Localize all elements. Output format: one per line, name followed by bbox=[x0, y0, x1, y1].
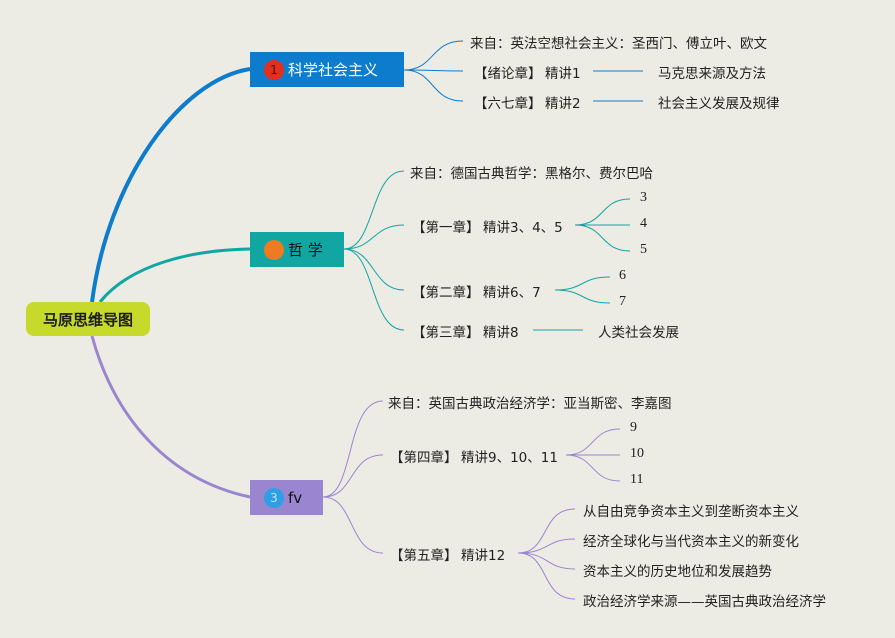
sub-node[interactable]: 9 bbox=[630, 420, 637, 435]
chapter-node[interactable]: 【第二章】 精讲6、7 bbox=[412, 281, 541, 302]
sub-node[interactable]: 经济全球化与当代资本主义的新变化 bbox=[583, 534, 799, 550]
number-3-icon: 3 bbox=[264, 487, 284, 508]
sub-node[interactable]: 6 bbox=[619, 268, 626, 283]
branch-label: 哲 学 bbox=[288, 241, 323, 259]
sub-node[interactable]: 4 bbox=[640, 216, 647, 231]
chapter-node[interactable]: 【绪论章】 精讲1 bbox=[474, 62, 581, 83]
sub-node[interactable]: 政治经济学来源——英国古典政治经济学 bbox=[583, 594, 826, 610]
root-topic[interactable]: 马原思维导图 bbox=[26, 302, 150, 336]
note-label[interactable]: 马克思来源及方法 bbox=[658, 66, 766, 82]
number-2-icon: 2 bbox=[264, 239, 284, 260]
chapter-node[interactable]: 【第一章】 精讲3、4、5 bbox=[412, 216, 563, 237]
lecture-label: 精讲2 bbox=[545, 96, 581, 112]
chapter-title: 【绪论章】 bbox=[474, 66, 542, 82]
lecture-label: 精讲8 bbox=[483, 325, 519, 341]
lecture-label: 精讲3、4、5 bbox=[483, 220, 563, 236]
chapter-title: 【第一章】 bbox=[412, 220, 480, 236]
sub-node[interactable]: 11 bbox=[630, 472, 644, 487]
chapter-title: 【六七章】 bbox=[474, 96, 542, 112]
chapter-title: 【第三章】 bbox=[412, 325, 480, 341]
chapter-title: 【第二章】 bbox=[412, 285, 480, 301]
source-label[interactable]: 来自：德国古典哲学：黑格尔、费尔巴哈 bbox=[410, 166, 653, 182]
chapter-node[interactable]: 【第四章】 精讲9、10、11 bbox=[390, 446, 558, 467]
chapter-node[interactable]: 【第五章】 精讲12 bbox=[390, 544, 505, 565]
chapter-title: 【第四章】 bbox=[390, 450, 458, 466]
sub-node[interactable]: 从自由竞争资本主义到垄断资本主义 bbox=[583, 504, 799, 520]
branch-label: 科学社会主义 bbox=[288, 61, 379, 79]
branch-scientific-socialism[interactable]: 1 科学社会主义 bbox=[250, 52, 404, 87]
chapter-title: 【第五章】 bbox=[390, 548, 458, 564]
branch-fv[interactable]: 3 fv bbox=[250, 480, 323, 515]
source-label[interactable]: 来自：英国古典政治经济学：亚当斯密、李嘉图 bbox=[388, 396, 672, 412]
sub-node[interactable]: 5 bbox=[640, 242, 647, 257]
lecture-label: 精讲1 bbox=[545, 66, 581, 82]
note-label[interactable]: 人类社会发展 bbox=[598, 325, 679, 341]
lecture-label: 精讲6、7 bbox=[483, 285, 541, 301]
lecture-label: 精讲9、10、11 bbox=[461, 450, 558, 466]
sub-node[interactable]: 资本主义的历史地位和发展趋势 bbox=[583, 564, 772, 580]
sub-node[interactable]: 3 bbox=[640, 190, 647, 205]
sub-node[interactable]: 10 bbox=[630, 446, 644, 461]
number-1-icon: 1 bbox=[264, 59, 284, 80]
note-label[interactable]: 社会主义发展及规律 bbox=[658, 96, 780, 112]
chapter-node[interactable]: 【六七章】 精讲2 bbox=[474, 92, 581, 113]
branch-philosophy[interactable]: 2 哲 学 bbox=[250, 232, 344, 267]
source-label[interactable]: 来自：英法空想社会主义：圣西门、傅立叶、欧文 bbox=[470, 36, 767, 52]
lecture-label: 精讲12 bbox=[461, 548, 506, 564]
chapter-node[interactable]: 【第三章】 精讲8 bbox=[412, 321, 519, 342]
branch-label: fv bbox=[288, 488, 303, 507]
sub-node[interactable]: 7 bbox=[619, 294, 626, 309]
